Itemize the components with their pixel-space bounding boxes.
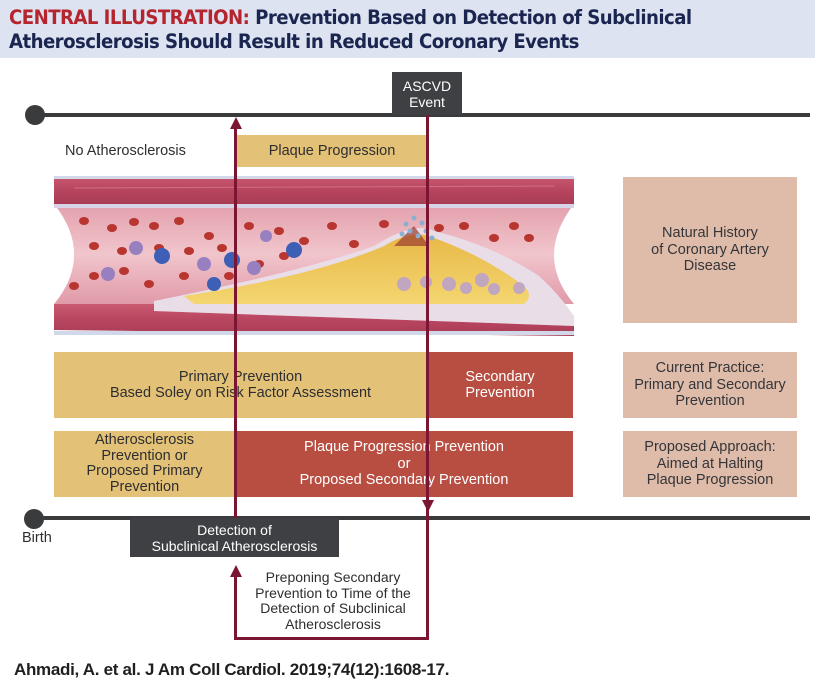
artery-top-wall (54, 176, 574, 204)
secondary-prevention-box: Secondary Prevention (427, 352, 573, 418)
ascvd-arrow-line (426, 115, 429, 640)
platelets (399, 215, 435, 241)
secondary-prevention-line2: Prevention (465, 385, 535, 401)
artery-bottom-wall (54, 304, 574, 336)
preponing-note-line1: Preponing Secondary (265, 569, 401, 585)
plaque-progression-box: Plaque Progression (237, 135, 427, 167)
atherosclerosis-prevention-line4: Prevention (109, 478, 180, 495)
preponing-arrow-head (229, 565, 242, 577)
header-title-line1: Prevention Based on Detection of Subclin… (255, 6, 692, 29)
primary-prevention-line2: Based Soley on Risk Factor Assessment (109, 385, 372, 401)
atherosclerosis-prevention-line3: Proposed Primary (86, 463, 203, 479)
plaque-progression-prevention-line1: Plaque Progression Prevention (304, 439, 504, 456)
preponing-note-line4: Atherosclerosis (285, 615, 381, 632)
secondary-prevention-line1: Secondary (465, 368, 535, 385)
foam-cells (397, 273, 525, 295)
detection-line2: Subclinical Atherosclerosis (151, 537, 318, 554)
header-prefix: CENTRAL ILLUSTRATION: (9, 6, 250, 29)
detection-arrow-head-top (229, 117, 242, 129)
illustration-header: CENTRAL ILLUSTRATION: Prevention Based o… (0, 0, 815, 58)
artery-illustration (54, 176, 574, 336)
detection-box: Detection of Subclinical Atherosclerosis (130, 518, 339, 557)
current-practice-line2: Primary and Secondary (634, 376, 786, 393)
detection-line1: Detection of (197, 521, 272, 538)
plaque-progression-prevention-box: Plaque Progression Prevention or Propose… (235, 431, 573, 497)
primary-prevention-line1: Primary Prevention (178, 368, 303, 385)
proposed-line2: Aimed at Halting (656, 455, 764, 472)
timeline-top (34, 113, 810, 117)
ascvd-arrow-head (421, 500, 434, 512)
preponing-arrow-line-left (234, 575, 237, 640)
red-blood-cells (69, 217, 534, 290)
current-practice-label: Current Practice: Primary and Secondary … (623, 352, 797, 418)
current-practice-line1: Current Practice: (655, 360, 765, 377)
current-practice-line3: Prevention (675, 393, 745, 410)
atherosclerosis-prevention-box: Atherosclerosis Prevention or Proposed P… (54, 431, 235, 497)
proposed-line3: Plaque Progression (646, 472, 774, 489)
no-atherosclerosis-label: No Atherosclerosis (65, 143, 186, 159)
detection-arrow-line-upper (234, 128, 237, 518)
plaque-progression-prevention-line2: or (397, 455, 411, 472)
natural-history-line2: of Coronary Artery (651, 241, 769, 258)
proposed-approach-label: Proposed Approach: Aimed at Halting Plaq… (623, 431, 797, 497)
preponing-note: Preponing Secondary Prevention to Time o… (240, 569, 426, 632)
preponing-note-line3: Detection of Subclinical (260, 600, 406, 616)
ascvd-event-line1: ASCVD (402, 77, 452, 94)
atherosclerosis-prevention-line2: Prevention or (101, 447, 188, 464)
birth-label: Birth (22, 530, 52, 546)
natural-history-label: Natural History of Coronary Artery Disea… (623, 177, 797, 323)
citation: Ahmadi, A. et al. J Am Coll Cardiol. 201… (14, 660, 450, 679)
header-line-1: CENTRAL ILLUSTRATION: Prevention Based o… (9, 6, 759, 30)
header-title-line2: Atherosclerosis Should Result in Reduced… (9, 30, 579, 53)
ascvd-event-box: ASCVD Event (392, 72, 462, 115)
plaque-progression-prevention-line3: Proposed Secondary Prevention (299, 472, 509, 489)
timeline-bottom (34, 516, 810, 520)
primary-prevention-box: Primary Prevention Based Soley on Risk F… (54, 352, 427, 418)
natural-history-line3: Disease (683, 258, 737, 275)
plaque-progression-label: Plaque Progression (268, 142, 396, 159)
atherosclerosis-prevention-line1: Atherosclerosis (94, 432, 195, 448)
ascvd-event-line2: Event (409, 93, 445, 110)
natural-history-line1: Natural History (662, 225, 758, 242)
proposed-line1: Proposed Approach: (644, 439, 776, 456)
preponing-note-line2: Prevention to Time of the (255, 584, 411, 601)
preponing-arrow-bottom (234, 637, 429, 640)
